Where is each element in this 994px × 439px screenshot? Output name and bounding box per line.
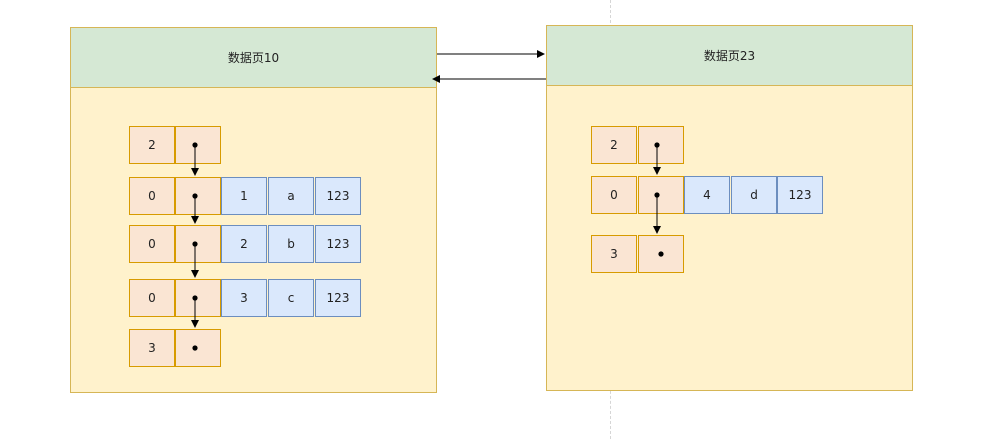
record-field: 123	[315, 279, 361, 317]
page-header: 数据页10	[71, 28, 436, 88]
record-n-owned: 0	[591, 176, 637, 214]
record-n-owned: 0	[129, 177, 175, 215]
record-next-pointer	[175, 225, 221, 263]
record-field: c	[268, 279, 314, 317]
record-field: b	[268, 225, 314, 263]
record-field: 2	[221, 225, 267, 263]
record-n-owned: 2	[591, 126, 637, 164]
record-next-pointer	[638, 235, 684, 273]
record-n-owned: 0	[129, 225, 175, 263]
record-field: d	[731, 176, 777, 214]
record-next-pointer	[638, 126, 684, 164]
record-field: 4	[684, 176, 730, 214]
record-field: 123	[315, 177, 361, 215]
page-header: 数据页23	[547, 26, 912, 86]
record-next-pointer	[175, 329, 221, 367]
record-field: a	[268, 177, 314, 215]
record-field: 3	[221, 279, 267, 317]
record-field: 123	[777, 176, 823, 214]
page-title: 数据页10	[227, 51, 280, 65]
record-n-owned: 3	[591, 235, 637, 273]
record-next-pointer	[175, 279, 221, 317]
record-field: 123	[315, 225, 361, 263]
page-title: 数据页23	[703, 49, 756, 63]
record-field: 1	[221, 177, 267, 215]
record-next-pointer	[638, 176, 684, 214]
record-next-pointer	[175, 126, 221, 164]
record-n-owned: 2	[129, 126, 175, 164]
record-next-pointer	[175, 177, 221, 215]
record-n-owned: 0	[129, 279, 175, 317]
record-n-owned: 3	[129, 329, 175, 367]
